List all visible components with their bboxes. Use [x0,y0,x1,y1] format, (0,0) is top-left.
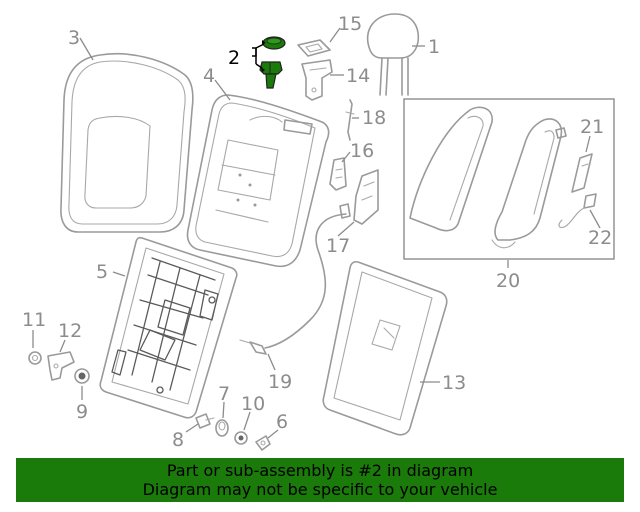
callout-15: 15 [338,13,362,35]
callout-21: 21 [580,116,604,138]
part-18-clip[interactable] [345,99,355,141]
callout-16: 16 [350,140,374,162]
callout-9: 9 [76,401,88,423]
part-11-nut[interactable] [28,351,42,365]
callout-13: 13 [442,372,466,394]
part-2-headrest-guide[interactable] [259,36,286,89]
callout-12: 12 [58,320,82,342]
part-22-connector[interactable] [558,193,597,229]
part-12-bracket[interactable] [47,351,75,381]
callout-11: 11 [22,309,46,331]
callout-2: 2 [228,47,240,69]
banner-line-1: Part or sub-assembly is #2 in diagram [166,461,474,480]
callout-1: 1 [428,36,440,58]
part-16-bracket[interactable] [329,157,347,191]
part-21-module[interactable] [571,153,593,193]
callout-8: 8 [172,429,184,451]
banner-line-2: Diagram may not be specific to your vehi… [142,480,498,499]
part-7-spacer[interactable] [215,419,229,437]
callout-22: 22 [588,227,612,249]
part-14-guide[interactable] [301,59,333,101]
part-6-screw[interactable] [255,435,271,451]
part-20-bolster-box[interactable] [403,98,615,260]
part-4-seatback-pad[interactable] [186,94,330,268]
part-3-seatback-cover[interactable] [60,52,194,233]
callout-6: 6 [276,411,288,433]
part-19-cable[interactable] [239,213,347,355]
callout-17: 17 [326,235,350,257]
part-15-guide-cap[interactable] [297,39,331,57]
callout-18: 18 [362,107,386,129]
callout-3: 3 [68,27,80,49]
callout-4: 4 [203,65,215,87]
info-banner: Part or sub-assembly is #2 in diagram Di… [16,458,624,502]
part-10-nut[interactable] [234,431,248,445]
callout-labels: 3 1 2 4 5 15 14 18 16 17 19 13 20 21 22 … [22,13,612,451]
callout-20: 20 [496,270,520,292]
callout-19: 19 [268,371,292,393]
callout-5: 5 [96,261,108,283]
callout-7: 7 [218,383,230,405]
part-1-headrest[interactable] [366,13,420,96]
callout-14: 14 [346,65,370,87]
part-8-bolt[interactable] [195,413,215,429]
part-5-seatback-frame[interactable] [99,236,238,419]
part-9-bushing[interactable] [74,368,90,384]
leader-lines [32,27,601,439]
part-13-back-panel[interactable] [322,260,448,436]
callout-10: 10 [241,393,265,415]
